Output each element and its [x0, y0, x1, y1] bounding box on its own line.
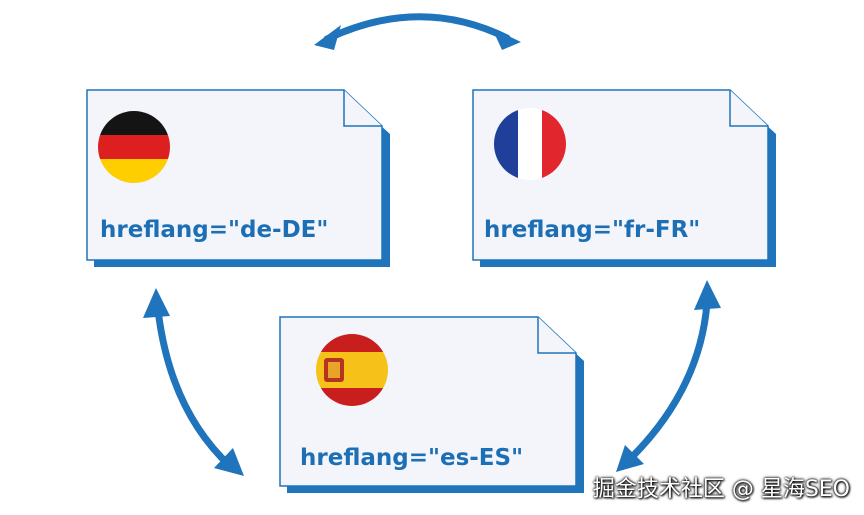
- arrowhead-fr-es-top: [694, 280, 721, 310]
- france-flag-icon: [494, 108, 566, 180]
- arrowhead-de-es-top: [143, 288, 170, 318]
- arrowhead-fr-es-bottom: [616, 445, 644, 472]
- arrowhead-de-fr-left: [314, 25, 341, 50]
- arrowhead-de-es-bottom: [214, 448, 244, 476]
- arrowhead-de-fr-right: [492, 28, 521, 50]
- hreflang-label-es: hreflang="es-ES": [300, 445, 524, 471]
- arrow-fr-es: [625, 299, 711, 464]
- germany-flag-icon: [98, 111, 170, 183]
- watermark: 掘金技术社区 @ 星海SEO: [592, 477, 850, 502]
- arrow-de-fr: [323, 13, 511, 43]
- spain-flag-icon: [316, 334, 388, 406]
- arrow-de-es: [154, 306, 234, 470]
- hreflang-label-de: hreflang="de-DE": [100, 217, 329, 243]
- hreflang-label-fr: hreflang="fr-FR": [484, 217, 701, 243]
